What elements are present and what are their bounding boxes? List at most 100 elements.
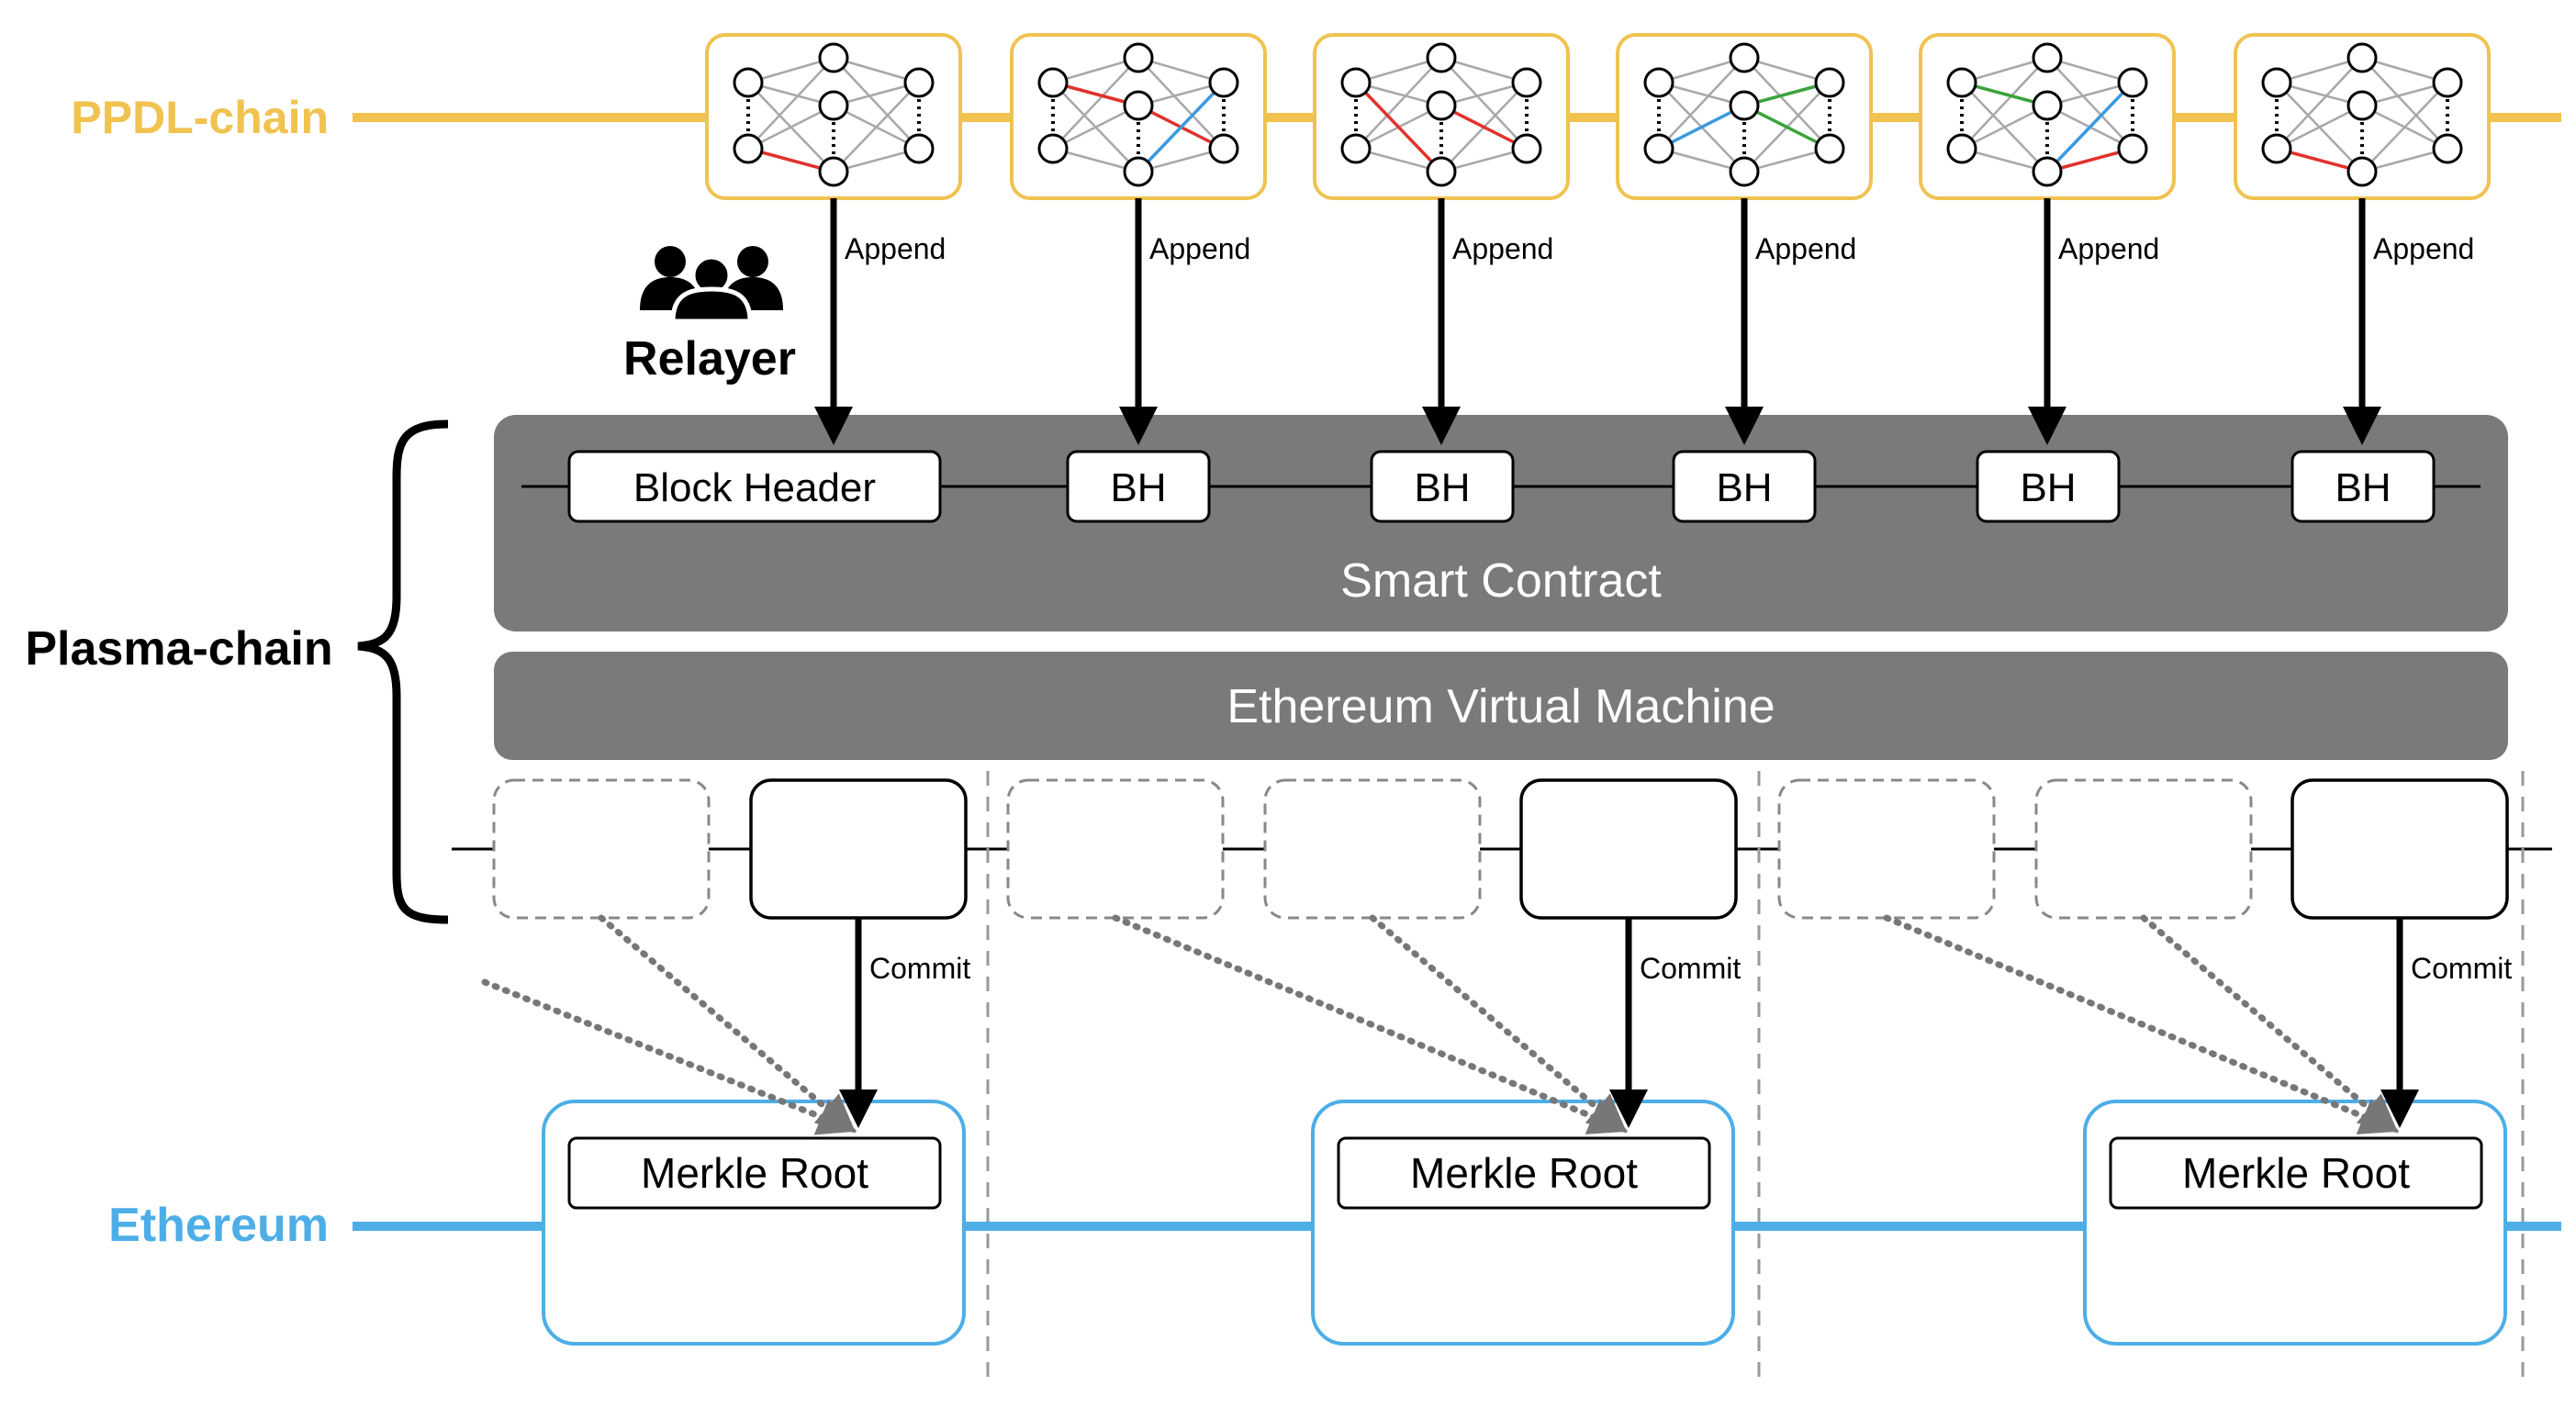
bh-label: Block Header <box>633 465 876 510</box>
nn-node <box>733 133 764 164</box>
nn-node <box>2261 67 2292 98</box>
nn-node <box>1426 156 1457 187</box>
nn-node <box>818 42 849 73</box>
nn-node <box>2032 156 2063 187</box>
committed-plasma-block <box>2290 778 2509 920</box>
append-arrow: Append <box>814 198 946 445</box>
ppdl-block <box>705 33 962 200</box>
append-arrow-group: Append Append Append Append Append Append <box>814 198 2474 445</box>
nn-node <box>2432 67 2463 98</box>
nn-edge <box>1658 57 1745 150</box>
nn-node <box>1037 133 1069 164</box>
nn-node <box>1814 67 1845 98</box>
merkle-root-label: Merkle Root <box>641 1149 868 1197</box>
nn-edge <box>2361 57 2448 150</box>
merkle-dotted-links <box>481 914 2400 1135</box>
plasma-chain-brace <box>357 419 449 924</box>
merkle-root-box <box>2109 1136 2483 1210</box>
nn-edge <box>1137 81 1226 173</box>
plasma-chain-label: Plasma-chain <box>25 622 332 676</box>
block-header-box: Block Header <box>567 450 942 523</box>
ppdl-block-row <box>705 33 2491 200</box>
nn-node <box>903 133 935 164</box>
bh-box: BH <box>1672 450 1817 523</box>
nn-node <box>1511 67 1542 98</box>
commit-label: Commit <box>869 952 970 985</box>
nn-node <box>818 156 849 187</box>
pending-plasma-block <box>1006 778 1225 920</box>
append-arrow: Append <box>1422 198 1553 445</box>
dotted-link <box>1112 914 1629 1134</box>
nn-node <box>1340 133 1372 164</box>
nn-node <box>2432 133 2463 164</box>
smart-contract-label: Smart Contract <box>1340 554 1662 608</box>
nn-node <box>1208 67 1239 98</box>
append-label: Append <box>1755 232 1856 265</box>
bh-box: BH <box>1370 450 1515 523</box>
nn-node <box>2032 90 2063 121</box>
nn-node <box>1340 67 1372 98</box>
plasma-epoch <box>492 778 968 920</box>
nn-node <box>1946 67 1977 98</box>
pending-plasma-block <box>492 778 711 920</box>
nn-node <box>2117 67 2148 98</box>
bh-frame <box>567 450 942 523</box>
committed-plasma-block <box>1519 778 1738 920</box>
bh-frame <box>1370 450 1515 523</box>
commit-arrow: Commit <box>2380 918 2512 1128</box>
nn-node <box>1814 133 1845 164</box>
commit-arrow: Commit <box>839 918 970 1128</box>
bh-frame <box>1066 450 1211 523</box>
pending-plasma-block <box>1263 778 1482 920</box>
ethereum-block: Merkle Root <box>542 1100 966 1346</box>
nn-edge <box>1440 57 1528 150</box>
ppdl-block <box>1010 33 1267 200</box>
dotted-link <box>1369 914 1628 1134</box>
nn-node <box>1123 90 1154 121</box>
nn-node <box>1123 156 1154 187</box>
dotted-link <box>2140 914 2399 1134</box>
bh-label: BH <box>1414 465 1470 510</box>
nn-edge <box>2276 57 2363 150</box>
nn-edge <box>1743 104 1831 151</box>
append-arrow: Append <box>1725 198 1856 445</box>
nn-edge <box>2276 104 2363 151</box>
nn-edge <box>2046 57 2134 150</box>
evm-panel <box>494 652 2508 760</box>
bh-frame <box>1976 450 2121 523</box>
nn-node <box>1946 133 1977 164</box>
bh-box: BH <box>1066 450 1211 523</box>
bh-label: BH <box>2020 465 2076 510</box>
nn-node <box>1123 42 1154 73</box>
nn-node <box>2346 156 2378 187</box>
append-arrow: Append <box>2028 198 2159 445</box>
pending-plasma-block <box>1777 778 1996 920</box>
nn-node <box>1729 90 1760 121</box>
evm-label: Ethereum Virtual Machine <box>1226 680 1775 733</box>
ppdl-block <box>1616 33 1873 200</box>
relayer-label: Relayer <box>623 332 796 386</box>
bh-label: BH <box>2335 465 2391 510</box>
nn-edge <box>1355 57 1442 150</box>
nn-node <box>1208 133 1239 164</box>
ppdl-block <box>1313 33 1570 200</box>
bh-box: BH <box>1976 450 2121 523</box>
bh-label: BH <box>1716 465 1772 510</box>
dotted-link <box>1883 914 2400 1134</box>
ppdl-block <box>2234 33 2491 200</box>
plasma-epoch <box>1006 778 1738 920</box>
nn-node <box>2032 42 2063 73</box>
nn-node <box>1037 67 1069 98</box>
nn-node <box>818 90 849 121</box>
append-arrow: Append <box>2343 198 2474 445</box>
nn-edge <box>747 57 834 150</box>
append-label: Append <box>1149 232 1250 265</box>
nn-node <box>903 67 935 98</box>
bh-label: BH <box>1110 465 1166 510</box>
nn-edge <box>1658 104 1745 151</box>
nn-node <box>1426 90 1457 121</box>
ethereum-block: Merkle Root <box>2083 1100 2507 1346</box>
nn-edge <box>1354 81 1443 173</box>
